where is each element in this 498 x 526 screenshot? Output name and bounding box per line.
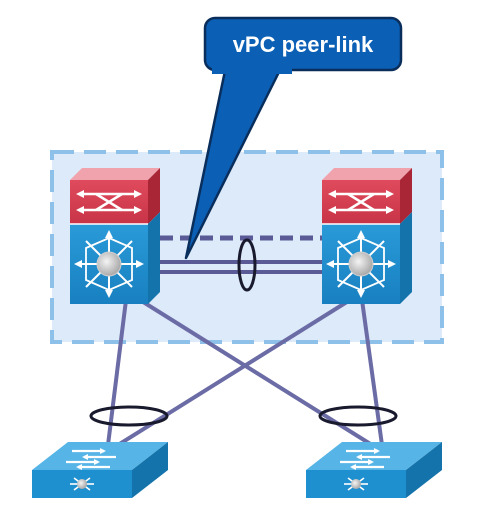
peer-link-group [160,235,326,292]
callout-box [203,16,403,72]
nexus-switch-icon [70,212,160,304]
access-switch-left[interactable] [32,442,168,498]
switch-supervisor-module [322,168,412,224]
right-access-port-channel-ring [318,405,398,427]
link-left-peer-to-left-access [106,299,128,446]
left-access-port-channel-ring [89,405,169,427]
vpc-peer-switch-right[interactable] [322,168,412,304]
vpc-peer-switch-left[interactable] [70,168,160,304]
switch-supervisor-module [70,168,160,224]
link-left-peer-to-right-access [138,298,374,447]
peer-link-port-channel-ring [237,238,257,292]
access-switch-right[interactable] [306,442,442,498]
link-right-peer-to-right-access [360,299,384,446]
vpc-peer-link-callout: vPC peer-link [184,16,403,260]
callout-label: vPC peer-link [233,32,374,57]
workgroup-switch-icon [32,442,168,498]
workgroup-switch-icon [306,442,442,498]
nexus-switch-icon [322,212,412,304]
